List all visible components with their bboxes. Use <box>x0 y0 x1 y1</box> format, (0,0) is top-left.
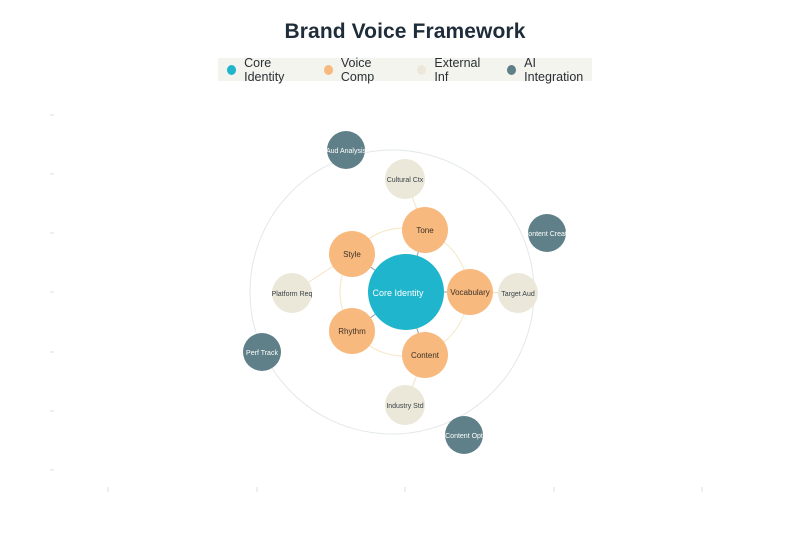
node-label: Content Opt <box>445 433 483 440</box>
node-vocabulary[interactable]: Vocabulary <box>447 269 493 315</box>
node-perf-track[interactable]: Perf Track <box>243 333 281 371</box>
node-style[interactable]: Style <box>329 231 375 277</box>
chart-title: Brand Voice Framework <box>284 20 526 43</box>
node-label: Aud Analysis <box>326 148 367 155</box>
node-label: Target Aud <box>501 291 535 298</box>
node-label: Vocabulary <box>450 288 490 297</box>
legend: Core Identity Voice Comp External Inf AI… <box>218 55 592 84</box>
node-core-identity[interactable]: Core Identity <box>368 254 444 330</box>
legend-item-external-inf[interactable]: External Inf <box>417 56 492 84</box>
node-label: Tone <box>416 226 434 235</box>
node-content-create[interactable]: Content Create <box>523 214 571 252</box>
node-label: Style <box>343 250 361 259</box>
node-rhythm[interactable]: Rhythm <box>329 308 375 354</box>
axis-ticks <box>50 114 703 492</box>
legend-swatch-ai-integration <box>507 64 517 75</box>
node-label: Core Identity <box>372 288 424 298</box>
legend-label: Core Identity <box>244 55 285 84</box>
legend-item-voice-comp[interactable]: Voice Comp <box>323 55 403 84</box>
node-label: Platform Req <box>272 291 313 298</box>
node-industry-std[interactable]: Industry Std <box>385 385 425 425</box>
legend-label: AI Integration <box>524 55 584 84</box>
node-tone[interactable]: Tone <box>402 207 448 253</box>
legend-swatch-core-identity <box>227 64 237 75</box>
node-label: Content <box>411 351 440 360</box>
legend-label: External Inf <box>434 55 481 84</box>
node-cultural-ctx[interactable]: Cultural Ctx <box>385 159 425 199</box>
node-content-opt[interactable]: Content Opt <box>445 416 483 454</box>
node-label: Content Create <box>523 231 571 238</box>
node-label: Rhythm <box>338 327 366 336</box>
legend-swatch-voice-comp <box>323 64 333 75</box>
node-platform-req[interactable]: Platform Req <box>272 273 313 313</box>
node-label: Perf Track <box>246 350 278 357</box>
legend-item-ai-integration[interactable]: AI Integration <box>507 56 592 84</box>
node-content[interactable]: Content <box>402 332 448 378</box>
legend-label: Voice Comp <box>340 55 375 84</box>
node-aud-analysis[interactable]: Aud Analysis <box>326 131 367 169</box>
legend-item-core-identity[interactable]: Core Identity <box>227 56 309 84</box>
node-label: Industry Std <box>386 403 423 410</box>
node-target-aud[interactable]: Target Aud <box>498 273 538 313</box>
legend-swatch-external-inf <box>417 64 427 75</box>
node-label: Cultural Ctx <box>387 177 424 184</box>
